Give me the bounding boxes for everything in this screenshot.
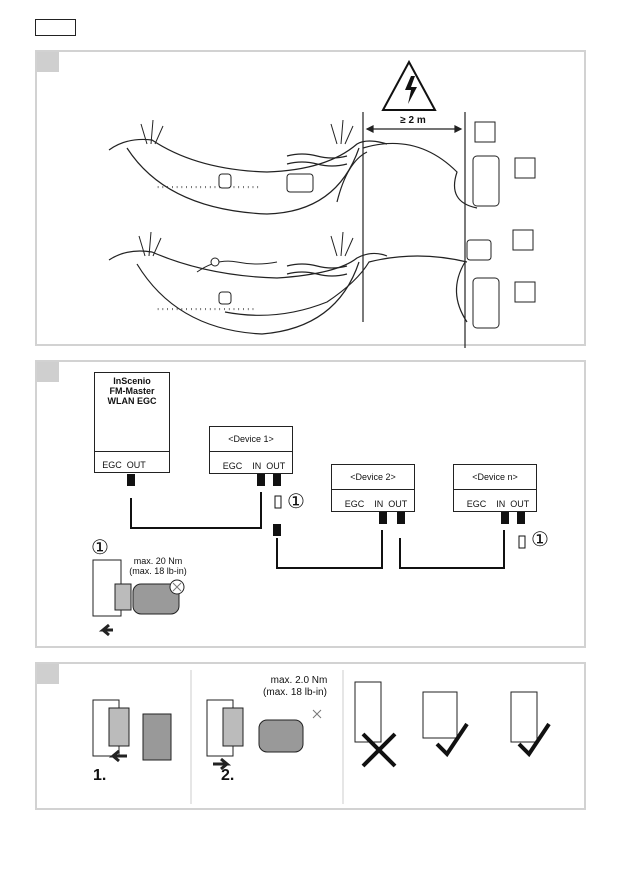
distance-label: ≥ 2 m bbox=[400, 115, 426, 126]
devicen-ports: EGC IN OUT bbox=[466, 499, 530, 509]
panel-badge bbox=[37, 362, 59, 382]
master-line2: FM-Master bbox=[109, 386, 155, 396]
panel-badge bbox=[37, 664, 59, 684]
panel-safety-distance: ' ' ' ' ' ' ' ' ' ' ' ' ' ' ' ' ' ' ' ' … bbox=[35, 50, 586, 348]
devicen-name: <Device n> bbox=[472, 472, 518, 482]
torque-line1: max. 2.0 Nm bbox=[270, 675, 328, 686]
device1-box bbox=[209, 426, 293, 474]
marker-devicen: ① bbox=[531, 529, 549, 551]
device1-ports: EGC IN OUT bbox=[222, 461, 286, 471]
device2-box bbox=[331, 464, 415, 512]
svg-text:' ' ' ' ' ' ' ' ' ' ' ' ' ' ': ' ' ' ' ' ' ' ' ' ' ' ' ' ' ' ' ' ' ' ' … bbox=[157, 307, 254, 316]
devicen-box bbox=[453, 464, 537, 512]
master-line3: WLAN EGC bbox=[107, 396, 157, 406]
panel-wiring: InScenio FM-Master WLAN EGC EGC OUT <Dev… bbox=[35, 360, 586, 648]
marker-device1: ① bbox=[287, 491, 305, 513]
step2-label: 2. bbox=[221, 767, 235, 784]
torque-line2: (max. 18 lb-in) bbox=[263, 687, 327, 698]
panel-mounting: 1. 2. max. 2.0 Nm (max. 18 lb-in) bbox=[35, 662, 586, 810]
torque-line2: (max. 18 lb-in) bbox=[129, 566, 187, 576]
master-line1: InScenio bbox=[113, 376, 151, 386]
device1-name: <Device 1> bbox=[228, 434, 274, 444]
language-box bbox=[35, 19, 76, 36]
svg-text:' ' ' ' ' ' ' ' ' ' ' ' ' ' ': ' ' ' ' ' ' ' ' ' ' ' ' ' ' ' ' ' ' ' ' … bbox=[157, 185, 259, 194]
device2-name: <Device 2> bbox=[350, 472, 396, 482]
torque-line1: max. 20 Nm bbox=[133, 556, 183, 566]
fm-master-box bbox=[94, 372, 170, 473]
panel-badge bbox=[37, 52, 59, 72]
pond-illustration: ' ' ' ' ' ' ' ' ' ' ' ' ' ' ' ' ' ' ' ' … bbox=[108, 59, 536, 348]
master-ports: EGC OUT bbox=[102, 460, 146, 470]
marker-detail: ① bbox=[91, 537, 109, 559]
device2-ports: EGC IN OUT bbox=[344, 499, 408, 509]
step1-label: 1. bbox=[93, 767, 107, 784]
wiring-diagram bbox=[92, 474, 526, 637]
mounting-illustration bbox=[92, 670, 551, 804]
